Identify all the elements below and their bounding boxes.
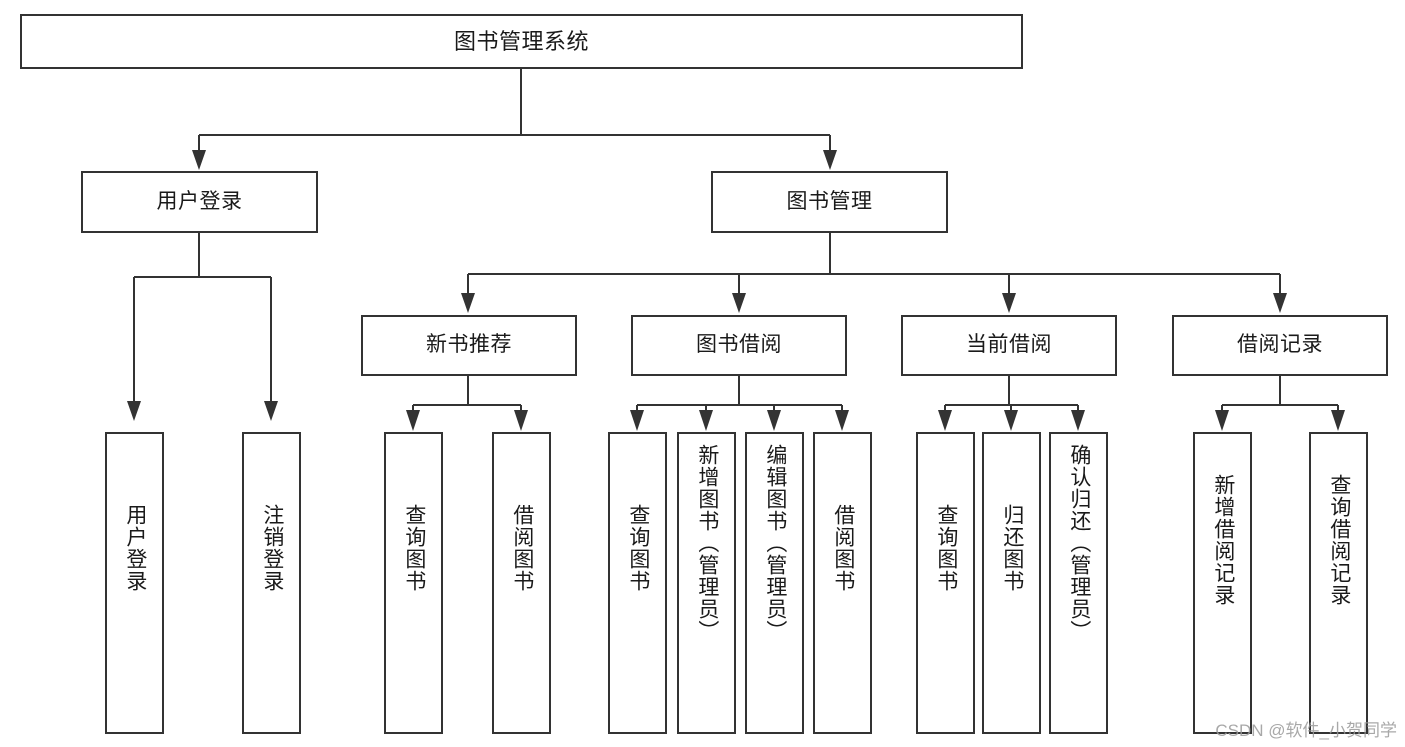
node-label: 借阅图书 — [831, 504, 855, 592]
node-label: 查询图书 — [934, 504, 958, 592]
node-label: 图书管理系统 — [453, 28, 589, 54]
node-current-borrow[interactable]: 当前借阅 — [901, 315, 1117, 376]
node-label: 查询图书 — [626, 504, 650, 592]
node-book-borrow[interactable]: 图书借阅 — [631, 315, 847, 376]
arrow-bb-leaf-4 — [835, 410, 849, 431]
arrow-leaf-user-login — [127, 401, 141, 421]
node-label: 借阅图书 — [510, 504, 534, 592]
arrow-current-borrow — [1002, 293, 1016, 313]
arrow-br-leaf-2 — [1331, 410, 1345, 431]
arrow-bb-leaf-3 — [767, 410, 781, 431]
leaf-bb-add-book-admin[interactable]: 新增图书（管理员） — [677, 432, 736, 734]
node-label: 当前借阅 — [966, 333, 1052, 357]
node-book-management[interactable]: 图书管理 — [711, 171, 948, 233]
leaf-cb-return-book[interactable]: 归还图书 — [982, 432, 1041, 734]
arrow-bb-leaf-1 — [630, 410, 644, 431]
leaf-bb-query-book[interactable]: 查询图书 — [608, 432, 667, 734]
leaf-br-query-record[interactable]: 查询借阅记录 — [1309, 432, 1368, 734]
node-label: 新增图书（管理员） — [695, 444, 719, 642]
arrow-bb-leaf-2 — [699, 410, 713, 431]
node-label: 新增借阅记录 — [1211, 474, 1235, 606]
node-user-login[interactable]: 用户登录 — [81, 171, 318, 233]
node-label: 借阅记录 — [1237, 333, 1323, 357]
leaf-logout[interactable]: 注销登录 — [242, 432, 301, 734]
leaf-nb-query-book[interactable]: 查询图书 — [384, 432, 443, 734]
arrow-cb-leaf-1 — [938, 410, 952, 431]
leaf-cb-confirm-return-admin[interactable]: 确认归还（管理员） — [1049, 432, 1108, 734]
node-label: 编辑图书（管理员） — [763, 444, 787, 642]
leaf-bb-edit-book-admin[interactable]: 编辑图书（管理员） — [745, 432, 804, 734]
leaf-user-login[interactable]: 用户登录 — [105, 432, 164, 734]
leaf-nb-borrow-book[interactable]: 借阅图书 — [492, 432, 551, 734]
node-label: 用户登录 — [156, 189, 243, 213]
node-label: 图书管理 — [786, 189, 873, 213]
node-label: 用户登录 — [123, 504, 147, 592]
node-root-library-system[interactable]: 图书管理系统 — [20, 14, 1023, 69]
node-label: 查询借阅记录 — [1327, 474, 1351, 606]
arrow-cb-leaf-2 — [1004, 410, 1018, 431]
leaf-bb-borrow-book[interactable]: 借阅图书 — [813, 432, 872, 734]
arrow-br-leaf-1 — [1215, 410, 1229, 431]
node-borrow-record[interactable]: 借阅记录 — [1172, 315, 1388, 376]
arrow-nb-leaf-1 — [406, 410, 420, 431]
node-label: 归还图书 — [1000, 504, 1024, 592]
node-new-book-recommend[interactable]: 新书推荐 — [361, 315, 577, 376]
arrow-book-borrow — [732, 293, 746, 313]
node-label: 注销登录 — [260, 504, 284, 592]
arrow-borrow-record — [1273, 293, 1287, 313]
node-label: 确认归还（管理员） — [1067, 444, 1091, 642]
node-label: 查询图书 — [402, 504, 426, 592]
arrow-cb-leaf-3 — [1071, 410, 1085, 431]
arrow-user-login — [192, 150, 206, 170]
node-label: 图书借阅 — [696, 333, 782, 357]
watermark: CSDN @软件_小贺同学 — [1215, 721, 1397, 740]
arrow-leaf-logout — [264, 401, 278, 421]
leaf-cb-query-book[interactable]: 查询图书 — [916, 432, 975, 734]
arrow-new-book-recommend — [461, 293, 475, 313]
arrow-nb-leaf-2 — [514, 410, 528, 431]
leaf-br-add-record[interactable]: 新增借阅记录 — [1193, 432, 1252, 734]
node-label: 新书推荐 — [426, 333, 512, 357]
arrow-book-manage — [823, 150, 837, 170]
